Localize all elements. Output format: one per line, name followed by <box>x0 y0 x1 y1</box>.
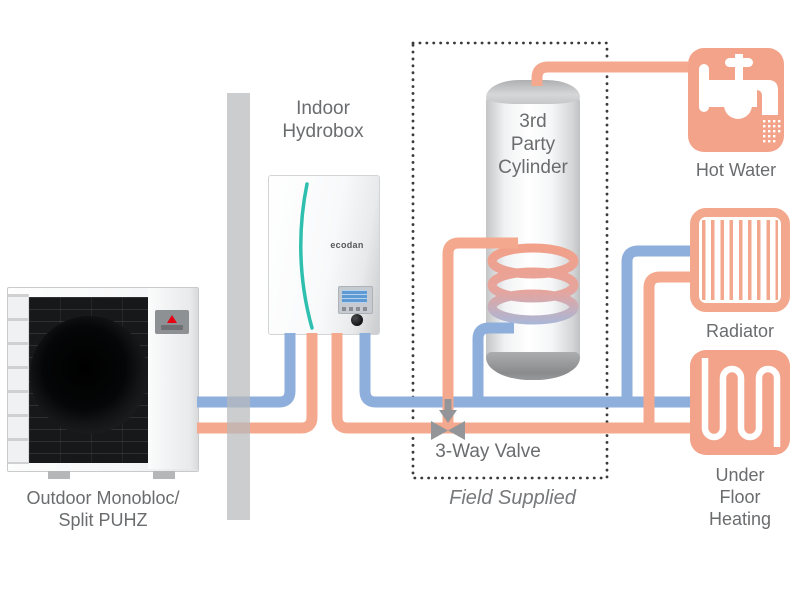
control-knob <box>351 314 363 326</box>
hydrobox-label: Indoor Hydrobox <box>282 98 364 142</box>
pipe-hot-radiator-branch <box>643 271 690 428</box>
tap-icon <box>699 54 781 143</box>
hydrobox-accent-curve <box>299 182 314 330</box>
cylinder-bottom-cap <box>486 352 580 380</box>
badge-text-bar <box>161 324 183 330</box>
under-floor-heating-tile <box>690 350 790 455</box>
display-screen <box>342 290 367 303</box>
ecodan-logo: ecodan <box>330 240 364 250</box>
outdoor-unit-label: Outdoor Monobloc/ Split PUHZ <box>26 488 180 530</box>
heating-coil-icon <box>701 358 781 447</box>
radiator-icon <box>702 220 778 300</box>
wall-divider <box>227 93 250 520</box>
hot-water-tile <box>688 48 784 152</box>
side-louvers <box>8 294 29 464</box>
arrow-down-icon <box>444 399 452 412</box>
valve-icon <box>431 399 465 440</box>
indoor-hydrobox-unit: ecodan <box>268 175 380 335</box>
cylinder-top-cap <box>486 80 580 104</box>
display-buttons <box>342 307 367 311</box>
mitsubishi-triangle-icon <box>167 314 177 323</box>
radiator-tile <box>690 208 790 312</box>
unit-foot <box>153 471 175 479</box>
pipe-hot-outdoor-to-hydrobox <box>197 333 318 434</box>
water-drops-icon <box>763 120 781 143</box>
cylinder-label: 3rd Party Cylinder <box>498 111 568 178</box>
valve-label: 3-Way Valve <box>435 441 541 462</box>
unit-foot <box>48 471 70 479</box>
outdoor-heat-pump-unit <box>7 287 199 479</box>
arrow-down-icon <box>439 410 457 423</box>
hot-water-label: Hot Water <box>695 160 777 180</box>
pipe-cold-radiator-branch <box>621 245 690 403</box>
field-supplied-label: Field Supplied <box>449 487 576 509</box>
controller-display <box>338 286 373 314</box>
radiator-label: Radiator <box>705 321 775 341</box>
mitsubishi-badge <box>155 310 189 334</box>
under-floor-heating-label: Under Floor Heating <box>708 465 772 529</box>
fan-icon <box>30 316 148 434</box>
